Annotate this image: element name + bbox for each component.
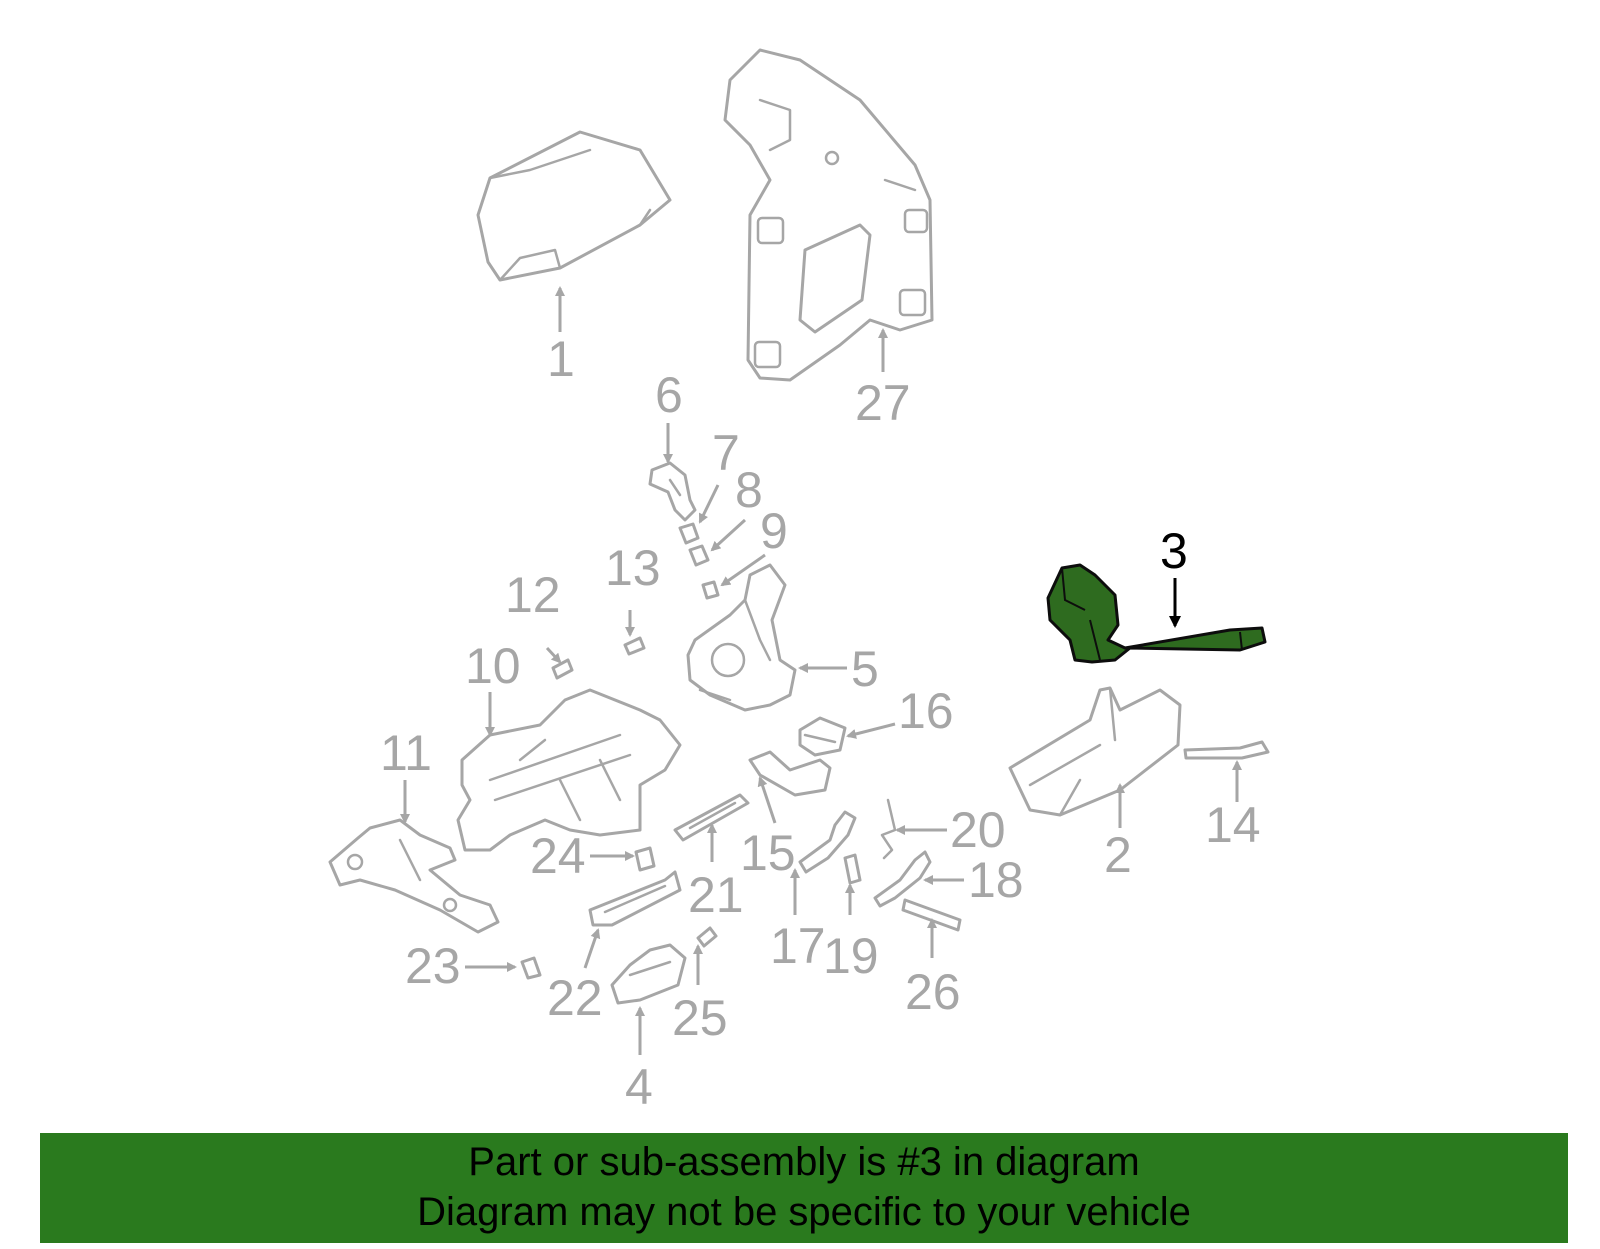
callout-6: 6 xyxy=(655,367,683,423)
part-17-sector xyxy=(798,810,857,874)
part-20-spring xyxy=(880,798,897,860)
callout-5: 5 xyxy=(851,641,879,697)
banner-line-disclaimer: Diagram may not be specific to your vehi… xyxy=(417,1190,1191,1234)
part-8-ring xyxy=(688,544,710,567)
banner-line-part-number: Part or sub-assembly is #3 in diagram xyxy=(468,1140,1140,1184)
callout-23: 23 xyxy=(405,938,461,994)
part-12-pin xyxy=(551,658,574,680)
callout-22: 22 xyxy=(547,970,603,1026)
part-9-nut xyxy=(701,580,720,600)
callout-13: 13 xyxy=(605,540,661,596)
part-18-lever xyxy=(873,850,932,908)
part-7-clip xyxy=(678,522,700,545)
callout-14: 14 xyxy=(1205,797,1261,853)
callout-10: 10 xyxy=(465,638,521,694)
callout-3-highlighted: 3 xyxy=(1160,523,1188,579)
part-24-clip xyxy=(634,846,656,872)
callout-9: 9 xyxy=(760,503,788,559)
part-13-pin xyxy=(623,636,646,656)
callout-8: 8 xyxy=(735,462,763,518)
part-15-lever xyxy=(748,750,832,797)
callout-19: 19 xyxy=(823,928,879,984)
callout-7: 7 xyxy=(712,425,740,481)
part-19-spring xyxy=(843,853,862,885)
callout-16: 16 xyxy=(898,683,954,739)
part-16-spring xyxy=(798,716,847,757)
part-10-column-housing xyxy=(456,688,682,852)
callout-21: 21 xyxy=(688,867,744,923)
part-26-rod xyxy=(901,898,962,932)
callout-18: 18 xyxy=(968,852,1024,908)
part-11-mount-bracket xyxy=(328,818,500,934)
callout-27: 27 xyxy=(855,375,911,431)
part-5-lock-housing xyxy=(686,563,797,712)
part-3-turn-signal-switch xyxy=(1046,563,1267,664)
callout-1: 1 xyxy=(547,331,575,387)
callout-11: 11 xyxy=(380,725,432,781)
callout-arrows xyxy=(400,286,1242,1055)
part-27-bracket xyxy=(723,48,934,382)
callout-2: 2 xyxy=(1104,827,1132,883)
part-22-rack-housing xyxy=(588,870,682,927)
part-1-shroud xyxy=(476,130,672,282)
part-14-switch-rod xyxy=(1183,740,1270,760)
callout-26: 26 xyxy=(905,964,961,1020)
callout-labels: 1 2 3 4 5 6 7 8 9 10 11 12 13 14 15 16 1… xyxy=(380,331,1261,1115)
part-4-housing xyxy=(610,943,687,1005)
callout-24: 24 xyxy=(530,828,586,884)
part-2-lower-shroud xyxy=(1008,686,1182,817)
info-banner: Part or sub-assembly is #3 in diagram Di… xyxy=(40,1133,1568,1243)
callout-25: 25 xyxy=(672,990,728,1046)
part-6-lock-cylinder xyxy=(648,461,697,522)
callout-15: 15 xyxy=(740,825,796,881)
part-21-rack xyxy=(673,793,750,842)
part-25-spring xyxy=(696,926,718,948)
part-23-bolt xyxy=(520,956,542,980)
callout-12: 12 xyxy=(505,567,561,623)
callout-20: 20 xyxy=(950,802,1006,858)
callout-4: 4 xyxy=(625,1059,653,1115)
callout-17: 17 xyxy=(770,918,826,974)
